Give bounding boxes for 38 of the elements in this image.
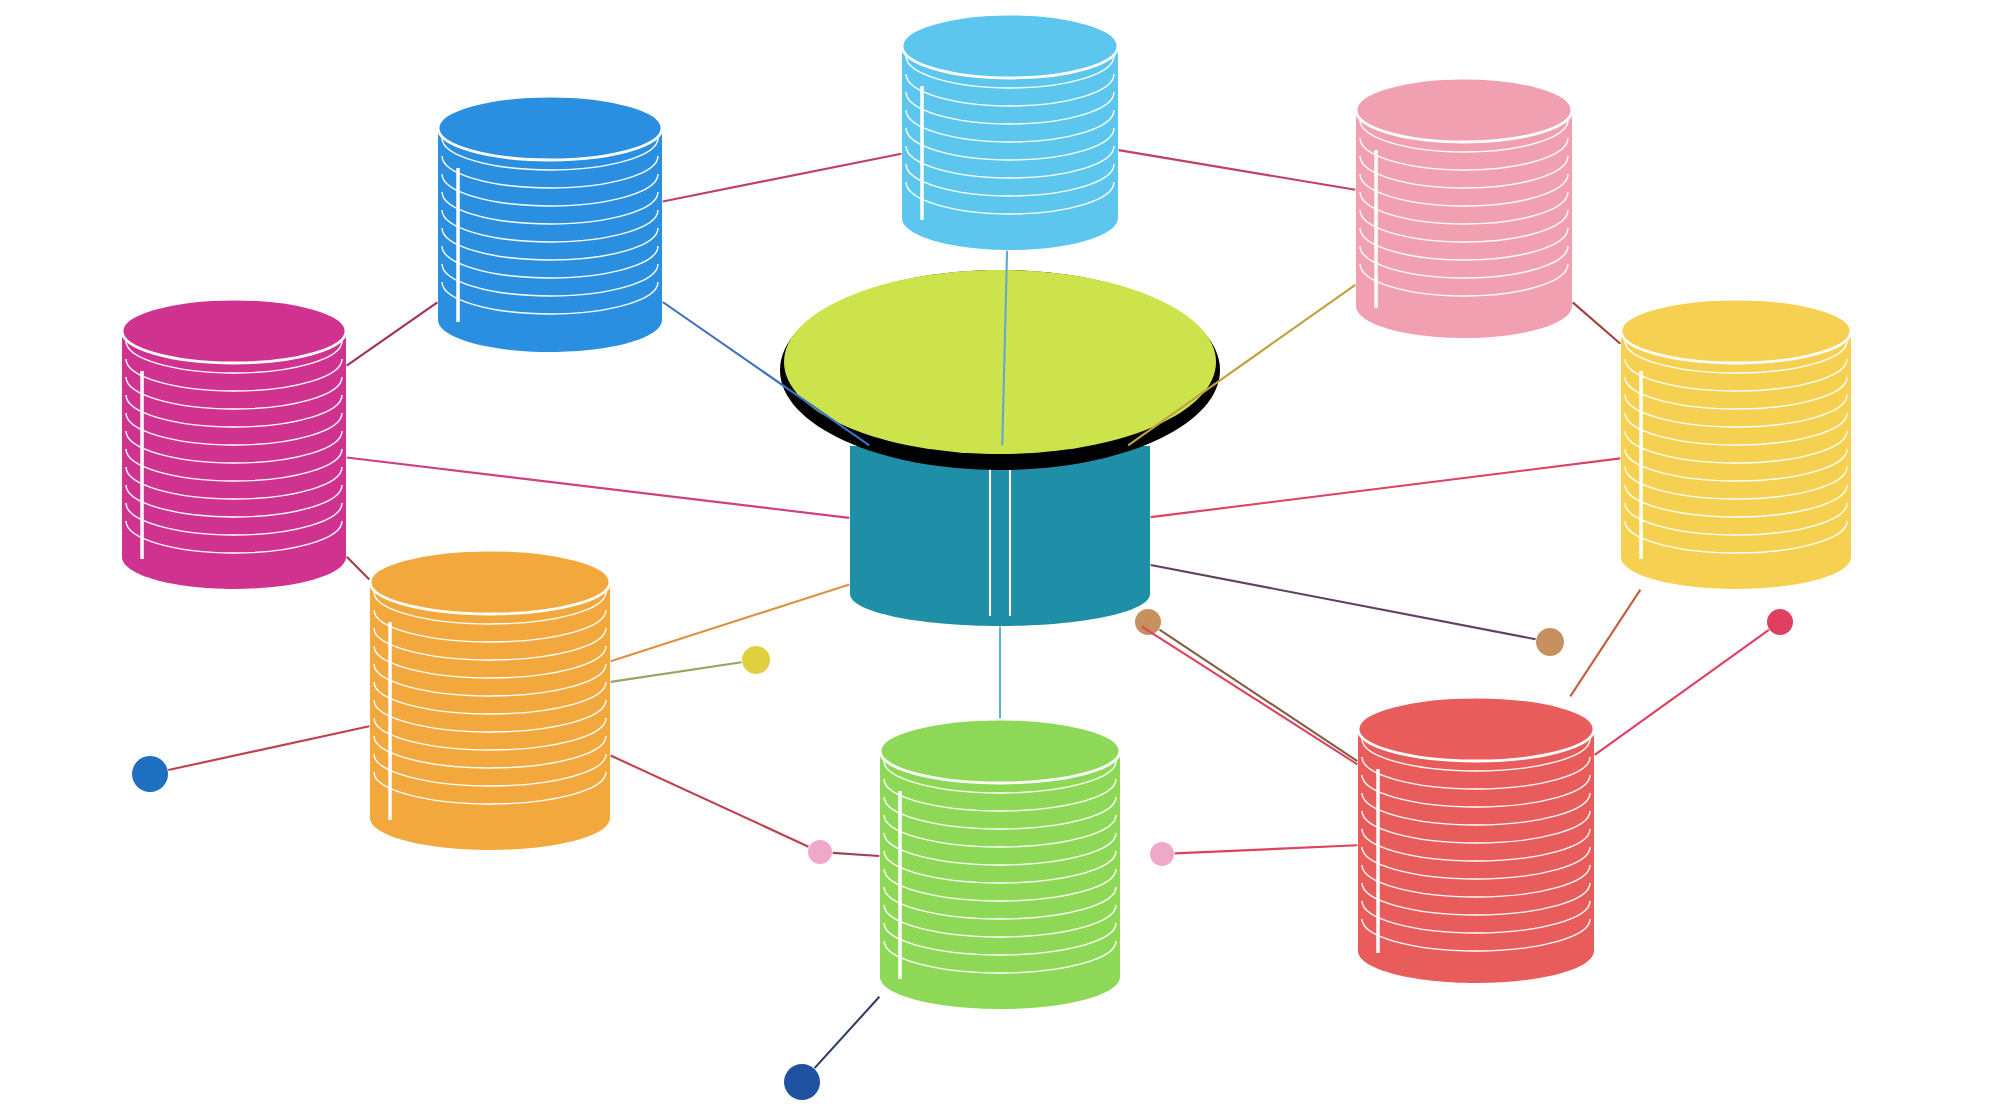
connector-line <box>346 456 850 519</box>
dot <box>1135 609 1161 635</box>
connector-line <box>832 851 880 857</box>
connector-line <box>662 152 902 203</box>
connector-line <box>998 626 1002 719</box>
connector-line <box>662 301 870 447</box>
cylinder <box>1619 297 1853 589</box>
cylinder <box>780 270 1220 626</box>
connector-line <box>168 725 370 772</box>
connector-line <box>1127 283 1356 447</box>
dot <box>1767 609 1793 635</box>
connector-line <box>1569 589 1642 697</box>
cylinder <box>1356 695 1596 983</box>
connector-line <box>1174 844 1358 855</box>
connector-line <box>345 555 371 581</box>
connector-line <box>346 301 438 367</box>
dot <box>132 756 168 792</box>
dot <box>1150 842 1174 866</box>
connector-line <box>1594 629 1770 756</box>
dot <box>784 1064 820 1100</box>
cylinder <box>878 717 1122 1009</box>
connector-line <box>1150 563 1536 641</box>
cylinder <box>368 548 612 850</box>
dot <box>1536 628 1564 656</box>
connector-line <box>1001 250 1009 446</box>
dot <box>742 646 770 674</box>
cylinder <box>900 12 1120 250</box>
cylinder <box>436 94 664 352</box>
connector-line <box>1572 301 1622 345</box>
cylinder <box>1354 76 1574 338</box>
connector-line <box>610 754 809 848</box>
connector-line <box>1150 457 1621 519</box>
connector-line <box>1118 149 1356 191</box>
dot <box>808 840 832 864</box>
connector-line <box>813 996 881 1069</box>
cylinder <box>120 297 348 589</box>
connector-line <box>610 583 850 663</box>
connector-line <box>610 661 742 683</box>
